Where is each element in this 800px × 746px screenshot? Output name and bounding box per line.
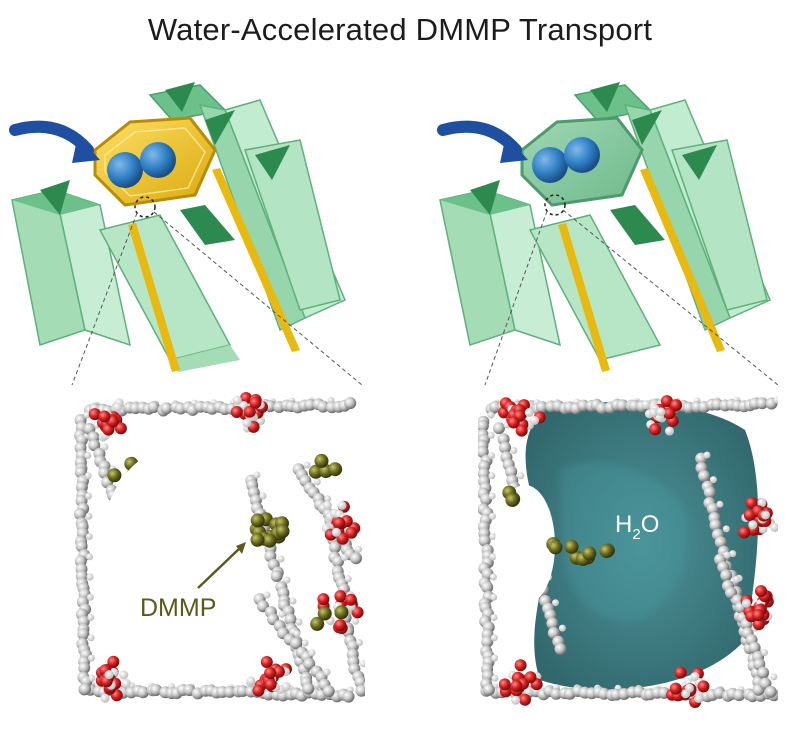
dmmp-label: DMMP bbox=[140, 594, 216, 622]
dmmp-molecule-icon bbox=[107, 152, 143, 188]
dmmp-molecule-icon bbox=[564, 137, 600, 173]
dmmp-molecule-icon bbox=[532, 147, 568, 183]
atomistic-panel-wet bbox=[478, 383, 778, 713]
zoom-circle bbox=[544, 194, 566, 216]
water-label: H2O bbox=[615, 511, 659, 543]
zoom-lines-wet bbox=[484, 209, 779, 386]
zoom-circle bbox=[134, 196, 156, 218]
dmmp-molecule-icon bbox=[140, 142, 176, 178]
framework-dry bbox=[9, 82, 346, 372]
figure-title: Water-Accelerated DMMP Transport bbox=[147, 12, 653, 47]
atomistic-panel-dry bbox=[70, 383, 365, 713]
zoom-lines-dry bbox=[71, 211, 363, 386]
framework-wet bbox=[437, 82, 771, 372]
dmmp-pointer bbox=[197, 547, 241, 589]
